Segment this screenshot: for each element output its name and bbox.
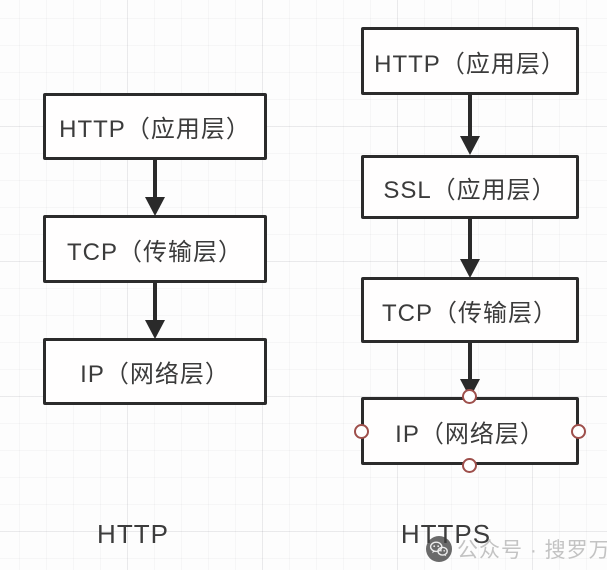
http-stack-box-ip-network-layer[interactable]: IP（网络层） [43,338,267,405]
box-label: HTTP（应用层） [374,50,566,78]
arrow-head [460,259,480,278]
arrow-down-icon [145,283,165,339]
https-stack-box-http-application-layer[interactable]: HTTP（应用层） [361,27,579,95]
box-label: TCP（传输层） [382,299,558,327]
arrow-shaft [468,343,472,379]
connection-handle-top[interactable] [462,389,477,404]
box-label: TCP（传输层） [67,238,243,266]
https-stack-box-ssl-application-layer[interactable]: SSL（应用层） [361,155,579,219]
connection-handle-bottom[interactable] [462,458,477,473]
arrow-shaft [153,160,157,197]
box-label: SSL（应用层） [383,176,557,204]
wechat-icon [426,536,452,562]
watermark: 公众号 · 搜罗万相 [426,534,607,564]
arrow-head [145,197,165,216]
http-stack-box-tcp-transport-layer[interactable]: TCP（传输层） [43,215,267,283]
arrow-down-icon [460,95,480,155]
arrow-shaft [468,219,472,259]
arrow-head [460,136,480,155]
box-label: IP（网络层） [395,420,545,448]
https-stack-box-ip-network-layer[interactable]: IP（网络层） [361,397,579,465]
watermark-text: 公众号 · 搜罗万相 [457,539,607,562]
arrow-shaft [468,95,472,136]
box-label: IP（网络层） [80,361,230,388]
connection-handle-left[interactable] [354,424,369,439]
https-stack-box-tcp-transport-layer[interactable]: TCP（传输层） [361,277,579,343]
column-label-http: HTTP [97,519,169,549]
arrow-down-icon [145,160,165,216]
column-label-https: HTTPS [400,519,492,549]
http-stack-box-http-application-layer[interactable]: HTTP（应用层） [43,93,267,160]
arrow-head [145,320,165,339]
box-label: HTTP（应用层） [59,116,251,143]
connection-handle-right[interactable] [571,424,586,439]
arrow-shaft [153,283,157,320]
arrow-down-icon [460,219,480,278]
